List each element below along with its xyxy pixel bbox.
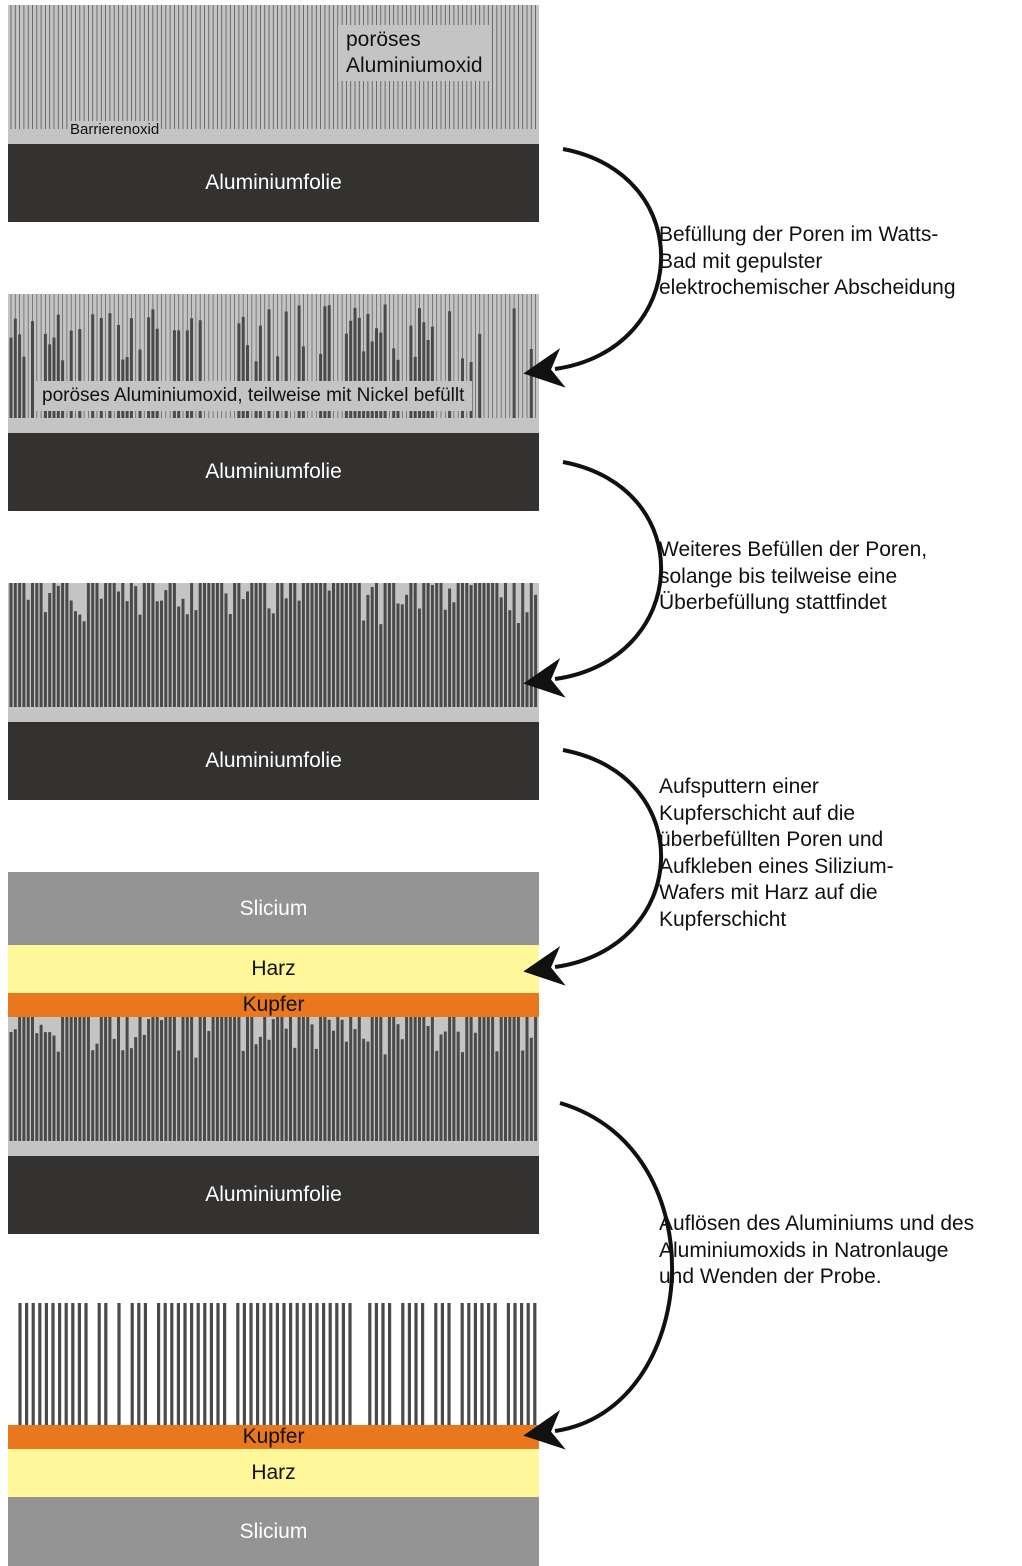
step-description-2: Weiteres Befüllen der Poren, solange bis… bbox=[659, 538, 928, 614]
porous-oxide-layer-3 bbox=[8, 583, 539, 722]
partially-filled-oxide-label: poröses Aluminiumoxid, teilweise mit Nic… bbox=[34, 381, 473, 411]
arrow-step-2 bbox=[523, 460, 663, 698]
arrow-step-1 bbox=[523, 147, 663, 388]
silicon-wafer-1: Slicium bbox=[8, 872, 539, 945]
aluminium-foil-label: Aluminiumfolie bbox=[205, 460, 342, 483]
nickel-nanowires bbox=[18, 1303, 537, 1425]
aluminium-foil-2: Aluminiumfolie bbox=[8, 433, 539, 511]
copper-layer-2: Kupfer bbox=[8, 1425, 539, 1449]
aluminium-foil-1: Aluminiumfolie bbox=[8, 144, 539, 222]
step-description-3: Aufsputtern einer Kupferschicht auf die … bbox=[659, 775, 894, 931]
silicon-wafer-2: Slicium bbox=[8, 1497, 539, 1566]
pore-lines-4 bbox=[9, 1017, 538, 1141]
step-description-4: Auflösen des Aluminiums und des Aluminiu… bbox=[659, 1212, 975, 1288]
copper-label: Kupfer bbox=[242, 993, 305, 1016]
aluminium-foil-label: Aluminiumfolie bbox=[205, 749, 342, 772]
pore-lines-3 bbox=[9, 583, 538, 707]
resin-layer-2: Harz bbox=[8, 1449, 539, 1497]
resin-label: Harz bbox=[251, 957, 296, 980]
porous-oxide-layer-2: poröses Aluminiumoxid, teilweise mit Nic… bbox=[8, 294, 539, 433]
resin-layer-1: Harz bbox=[8, 945, 539, 993]
copper-label: Kupfer bbox=[242, 1425, 305, 1448]
aluminium-foil-label: Aluminiumfolie bbox=[205, 171, 342, 194]
silicon-label: Slicium bbox=[239, 896, 308, 920]
copper-layer-1: Kupfer bbox=[8, 993, 539, 1017]
resin-label: Harz bbox=[251, 1461, 296, 1484]
porous-oxide-label: poröses Aluminiumoxid bbox=[338, 25, 491, 81]
aluminium-foil-3: Aluminiumfolie bbox=[8, 722, 539, 800]
aluminium-foil-4: Aluminiumfolie bbox=[8, 1156, 539, 1234]
arrow-step-4 bbox=[523, 1101, 674, 1450]
arrow-step-3 bbox=[523, 748, 663, 986]
step-description-1: Befüllung der Poren im Watts- Bad mit ge… bbox=[659, 223, 956, 299]
aluminium-foil-label: Aluminiumfolie bbox=[205, 1183, 342, 1206]
barrier-oxide-label: Barrierenoxid bbox=[68, 121, 162, 138]
porous-oxide-layer-4 bbox=[8, 1017, 539, 1156]
porous-oxide-layer-1: poröses Aluminiumoxid Barrierenoxid bbox=[8, 5, 539, 144]
silicon-label: Slicium bbox=[239, 1519, 308, 1543]
